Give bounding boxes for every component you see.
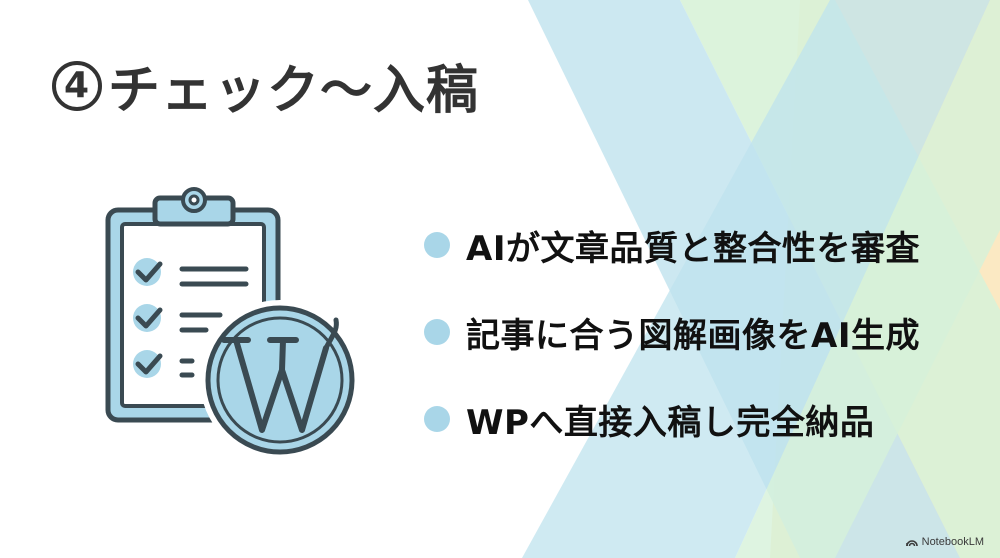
bullet-item: 記事に合う図解画像をAI生成	[424, 305, 920, 359]
bullet-dot-icon	[424, 406, 450, 432]
brand-label: NotebookLM	[921, 536, 984, 548]
title-step-number: 4	[52, 60, 102, 111]
wordpress-logo-icon	[200, 300, 360, 460]
bullet-text: 記事に合う図解画像をAI生成	[466, 315, 920, 356]
bullet-text: WPへ直接入稿し完全納品	[466, 402, 875, 443]
bullet-item: AIが文章品質と整合性を審査	[424, 218, 920, 272]
notebooklm-icon	[905, 540, 918, 547]
checklist-icon	[133, 258, 249, 378]
bullet-item: WPへ直接入稿し完全納品	[424, 392, 920, 446]
slide-title: 4 チェック〜入稿	[52, 48, 479, 123]
title-text: チェック〜入稿	[108, 61, 480, 121]
notebooklm-watermark: NotebookLM	[905, 536, 984, 548]
band-green-rising	[735, 0, 1000, 558]
band-blue-rising	[522, 0, 990, 558]
clipboard-wordpress-icon	[105, 187, 360, 460]
bullet-list: AIが文章品質と整合性を審査 記事に合う図解画像をAI生成 WPへ直接入稿し完全…	[424, 218, 920, 479]
bullet-text: AIが文章品質と整合性を審査	[466, 228, 920, 269]
bullet-dot-icon	[424, 319, 450, 345]
bullet-dot-icon	[424, 232, 450, 258]
